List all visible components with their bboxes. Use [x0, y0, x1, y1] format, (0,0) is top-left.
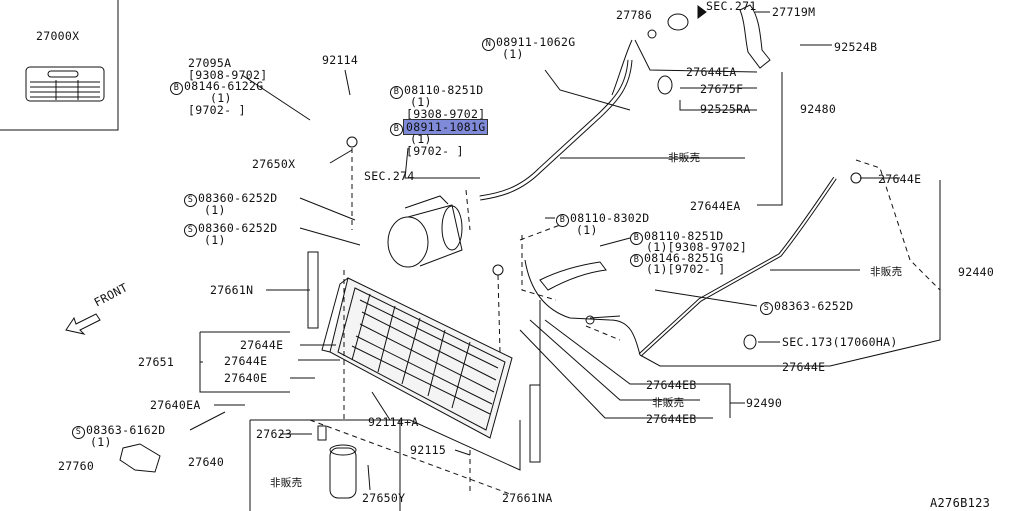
pipe-icon — [611, 39, 633, 96]
seal-bar-icon — [529, 384, 541, 463]
part-27640[interactable]: 27640 — [188, 455, 225, 469]
hose-icon — [479, 59, 633, 201]
part-92480[interactable]: 92480 — [800, 102, 837, 116]
screw-prefix-icon: S — [760, 302, 773, 315]
part-27644eb-a[interactable]: 27644EB — [646, 378, 697, 392]
part-92440[interactable]: 92440 — [958, 265, 995, 279]
bolt-prefix-icon: B — [170, 82, 183, 95]
part-27644e-right[interactable]: 27644E — [878, 172, 922, 186]
leader-lines — [189, 11, 941, 491]
part-92525ra[interactable]: 92525RA — [700, 102, 751, 116]
part-27623[interactable]: 27623 — [256, 427, 293, 441]
qty-08360-6252d-b: (1) — [204, 233, 226, 247]
inset-frame — [0, 0, 119, 131]
section-271[interactable]: SEC.271 — [706, 0, 757, 13]
section-274[interactable]: SEC.274 — [364, 169, 415, 183]
part-27644ea-mid[interactable]: 27644EA — [690, 199, 741, 213]
part-27719m[interactable]: 27719M — [772, 5, 816, 19]
part-27675f[interactable]: 27675F — [700, 82, 744, 96]
selected-part-highlight: 08911-1081G — [402, 119, 489, 135]
part-27651[interactable]: 27651 — [138, 355, 175, 369]
note-08146-8251g: (1)[9702- ] — [646, 262, 726, 276]
range-08110-8251d: [9308-9702] — [406, 107, 486, 121]
range-08911-1081g: [9702- ] — [406, 144, 464, 158]
valve-icon — [667, 13, 689, 31]
part-27644ea-top[interactable]: 27644EA — [686, 65, 737, 79]
part-92114a[interactable]: 92114+A — [368, 415, 419, 429]
qty-08363-6162d: (1) — [90, 435, 112, 449]
front-arrow-icon — [65, 313, 101, 335]
bolt-prefix-icon: B — [390, 86, 403, 99]
receiver-drier-icon — [329, 444, 357, 499]
range-27095a: [9308-9702] — [188, 68, 268, 82]
screw-prefix-icon: S — [184, 194, 197, 207]
qty-08146-6122g: (1) — [210, 91, 232, 105]
not-for-sale-left: 非販売 — [270, 477, 303, 489]
screw-prefix-icon: S — [184, 224, 197, 237]
qty-08911-1062g: (1) — [502, 47, 524, 61]
seal-bar-icon — [307, 251, 319, 329]
part-92115[interactable]: 92115 — [410, 443, 447, 457]
not-for-sale-top: 非販売 — [668, 152, 701, 164]
hose-27719m-icon — [739, 4, 771, 69]
part-92524b[interactable]: 92524B — [834, 40, 878, 54]
compressor-icon — [387, 195, 463, 268]
part-27650x[interactable]: 27650X — [252, 157, 296, 171]
bolt-prefix-icon: B — [556, 214, 569, 227]
part-27000x[interactable]: 27000X — [36, 29, 80, 43]
bolt-prefix-icon: B — [630, 232, 643, 245]
part-92114[interactable]: 92114 — [322, 53, 359, 67]
part-27095a[interactable]: 27095A — [188, 56, 232, 70]
section-173[interactable]: SEC.173(17060HA) — [782, 335, 898, 349]
screw-prefix-icon: S — [72, 426, 85, 439]
qty-08360-6252d-a: (1) — [204, 203, 226, 217]
part-27644e-bottom[interactable]: 27644E — [782, 360, 826, 374]
pipe-icon — [539, 261, 607, 291]
arrow-icon — [697, 5, 707, 19]
part-27644eb-b[interactable]: 27644EB — [646, 412, 697, 426]
part-27760[interactable]: 27760 — [58, 459, 95, 473]
part-27640ea[interactable]: 27640EA — [150, 398, 201, 412]
part-27644e-b[interactable]: 27644E — [224, 354, 268, 368]
not-for-sale-mid: 非販売 — [652, 397, 685, 409]
guide-lines — [309, 148, 941, 495]
part-27786[interactable]: 27786 — [616, 8, 653, 22]
part-27661na[interactable]: 27661NA — [502, 491, 553, 505]
part-27650y[interactable]: 27650Y — [362, 491, 406, 505]
plug-icon — [317, 425, 327, 441]
range-08146-6122g: [9702- ] — [188, 103, 246, 117]
part-27644e-a[interactable]: 27644E — [240, 338, 284, 352]
bolt-prefix-icon: B — [390, 123, 403, 136]
diagram-code: A276B123 — [930, 496, 991, 510]
nut-prefix-icon: N — [482, 38, 495, 51]
clip-icon — [743, 334, 757, 350]
not-for-sale-right: 非販売 — [870, 266, 903, 278]
part-27640e[interactable]: 27640E — [224, 371, 268, 385]
condenser-icon — [321, 277, 513, 439]
qty-08110-8251d: (1) — [410, 95, 432, 109]
qty-08911-1081g: (1) — [410, 132, 432, 146]
pressure-switch-icon — [119, 443, 161, 473]
bolt-prefix-icon: B — [630, 254, 643, 267]
part-27661n[interactable]: 27661N — [210, 283, 254, 297]
label-card-icon — [25, 66, 105, 102]
note-08110-8251d-b: (1)[9308-9702] — [646, 240, 748, 254]
qty-08110-8302d: (1) — [576, 223, 598, 237]
part-92490[interactable]: 92490 — [746, 396, 783, 410]
